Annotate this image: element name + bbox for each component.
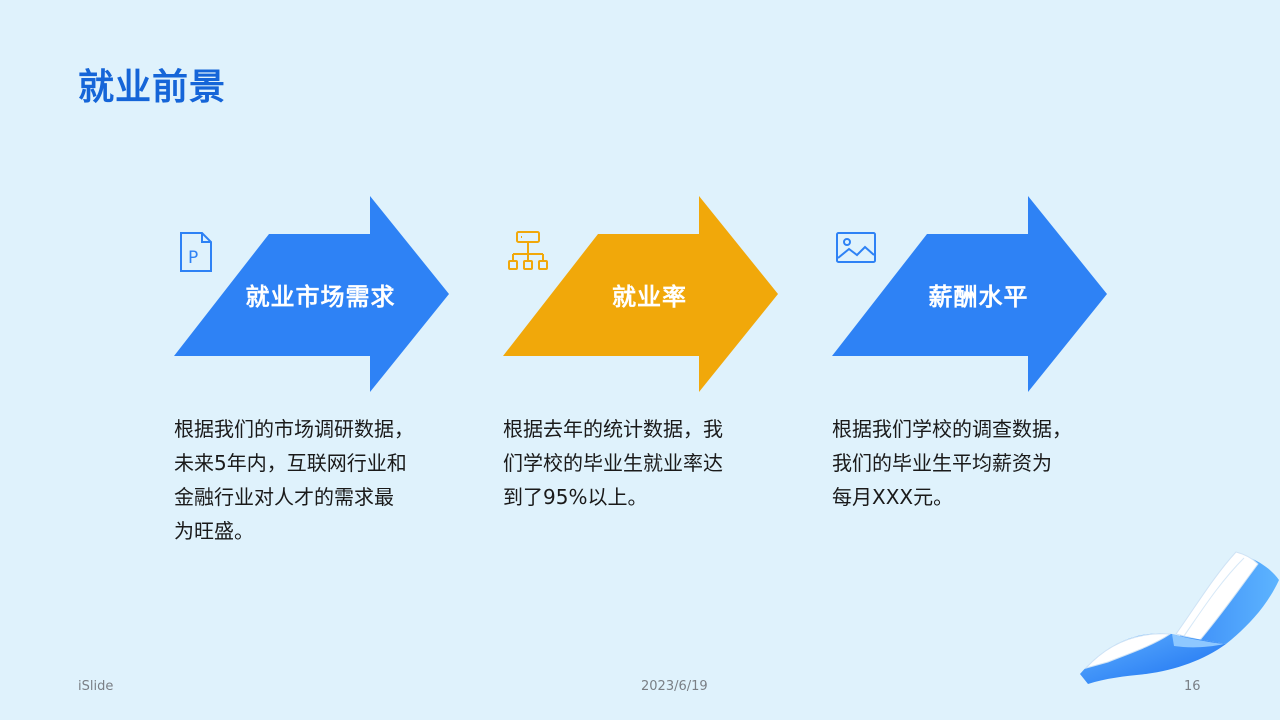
desc-line: 们学校的毕业生就业率达: [503, 451, 723, 475]
desc-line: 根据我们的市场调研数据，: [174, 417, 414, 441]
slide-title: 就业前景: [78, 67, 227, 108]
desc-line: 我们的毕业生平均薪资为: [832, 451, 1052, 475]
document-p-icon: P: [178, 230, 214, 278]
desc-line: 每月XXX元。: [832, 485, 954, 509]
card-description: 根据我们学校的调查数据， 我们的毕业生平均薪资为 每月XXX元。: [832, 412, 1094, 514]
footer-page-number: 16: [1184, 679, 1201, 694]
arrow-label: 薪酬水平: [928, 282, 1029, 311]
arrow-label: 就业率: [612, 282, 687, 311]
desc-line: 未来5年内，互联网行业和: [174, 451, 407, 475]
desc-line: 金融行业对人才的需求最: [174, 485, 394, 509]
card-description: 根据去年的统计数据，我 们学校的毕业生就业率达 到了95%以上。: [503, 412, 765, 514]
arrow-card-salary-level: 薪酬水平: [832, 196, 1107, 392]
footer-date: 2023/6/19: [641, 679, 708, 694]
desc-line: 为旺盛。: [174, 519, 254, 543]
arrow-label: 就业市场需求: [245, 282, 396, 311]
arrow-card-employment-rate: 就业率: [503, 196, 778, 392]
desc-line: 根据我们学校的调查数据，: [832, 417, 1072, 441]
org-chart-icon: [508, 230, 548, 278]
svg-text:P: P: [188, 248, 198, 268]
open-book-illustration: [1076, 548, 1280, 692]
card-description: 根据我们的市场调研数据， 未来5年内，互联网行业和 金融行业对人才的需求最 为旺…: [174, 412, 436, 548]
arrow-card-market-demand: 就业市场需求: [174, 196, 449, 392]
footer-brand: iSlide: [78, 679, 114, 694]
desc-line: 根据去年的统计数据，我: [503, 417, 723, 441]
image-icon: [835, 230, 877, 270]
desc-line: 到了95%以上。: [503, 485, 648, 509]
